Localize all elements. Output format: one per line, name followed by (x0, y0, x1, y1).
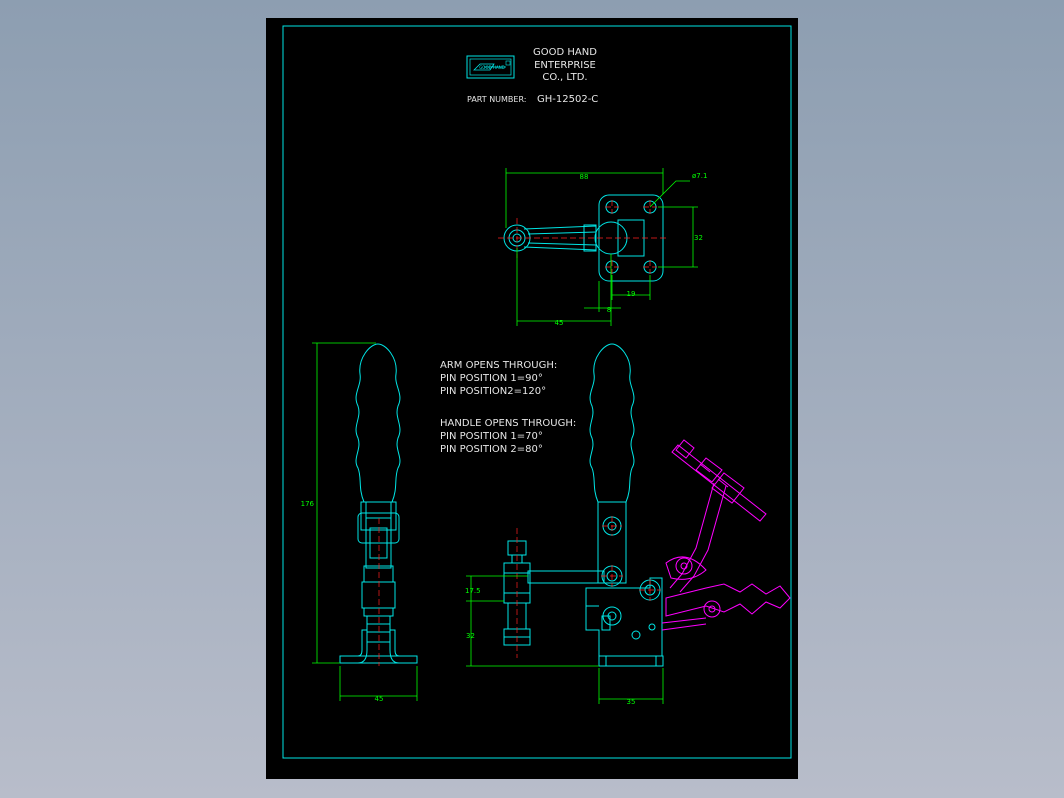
front-view-dim-text: 17.5 32 35 (465, 587, 635, 706)
top-view-dim-text: 88 ø7.1 32 19 8 45 (555, 172, 708, 327)
dim-offset: 8 (607, 306, 611, 314)
dim-hole-diameter: ø7.1 (692, 172, 707, 180)
company-name-line3: CO., LTD. (542, 72, 587, 83)
front-view-centerlines (516, 516, 661, 658)
part-number-value: GH-12502-C (537, 94, 598, 105)
dim-overall-height: 176 (301, 500, 315, 508)
title-block: GOOD HAND GOOD HAND ENTERPRISE CO., LTD.… (466, 47, 598, 105)
drawing-sheet: GOOD HAND GOOD HAND ENTERPRISE CO., LTD.… (266, 18, 798, 779)
cad-drawing: GOOD HAND GOOD HAND ENTERPRISE CO., LTD.… (282, 25, 792, 759)
svg-text:GOOD HAND: GOOD HAND (479, 65, 505, 70)
handle-pin-position-1: PIN POSITION 1=70° (440, 431, 543, 442)
arm-opens-heading: ARM OPENS THROUGH: (440, 360, 557, 371)
dim-top-width: 88 (580, 173, 589, 181)
dim-base-width-side: 45 (375, 695, 384, 703)
arm-pin-position-1: PIN POSITION 1=90° (440, 373, 543, 384)
side-view-dimensions (312, 342, 418, 701)
border-frame (282, 25, 792, 759)
top-view-dimensions (505, 168, 698, 326)
dim-hole-spacing-vertical: 32 (694, 234, 703, 242)
side-view-dim-text: 176 45 (301, 500, 384, 703)
company-name-line2: ENTERPRISE (534, 60, 596, 71)
dim-spindle-height: 17.5 (465, 587, 481, 595)
alternate-position-phantom (661, 439, 791, 631)
dim-base-width-front: 35 (627, 698, 636, 706)
side-view (339, 343, 418, 664)
company-name-line1: GOOD HAND (533, 47, 597, 58)
part-number-label: PART NUMBER: (467, 95, 526, 104)
notes-block: ARM OPENS THROUGH: PIN POSITION 1=90° PI… (440, 360, 576, 455)
top-view-centerlines (498, 200, 666, 274)
dim-arm-reach: 45 (555, 319, 564, 327)
dim-hole-spacing-horizontal: 19 (627, 290, 636, 298)
front-view-dimensions (466, 575, 664, 704)
handle-opens-heading: HANDLE OPENS THROUGH: (440, 418, 576, 429)
company-logo: GOOD HAND (466, 55, 515, 79)
arm-pin-position-2: PIN POSITION2=120° (440, 386, 546, 397)
handle-pin-position-2: PIN POSITION 2=80° (440, 444, 543, 455)
dim-base-height: 32 (466, 632, 475, 640)
